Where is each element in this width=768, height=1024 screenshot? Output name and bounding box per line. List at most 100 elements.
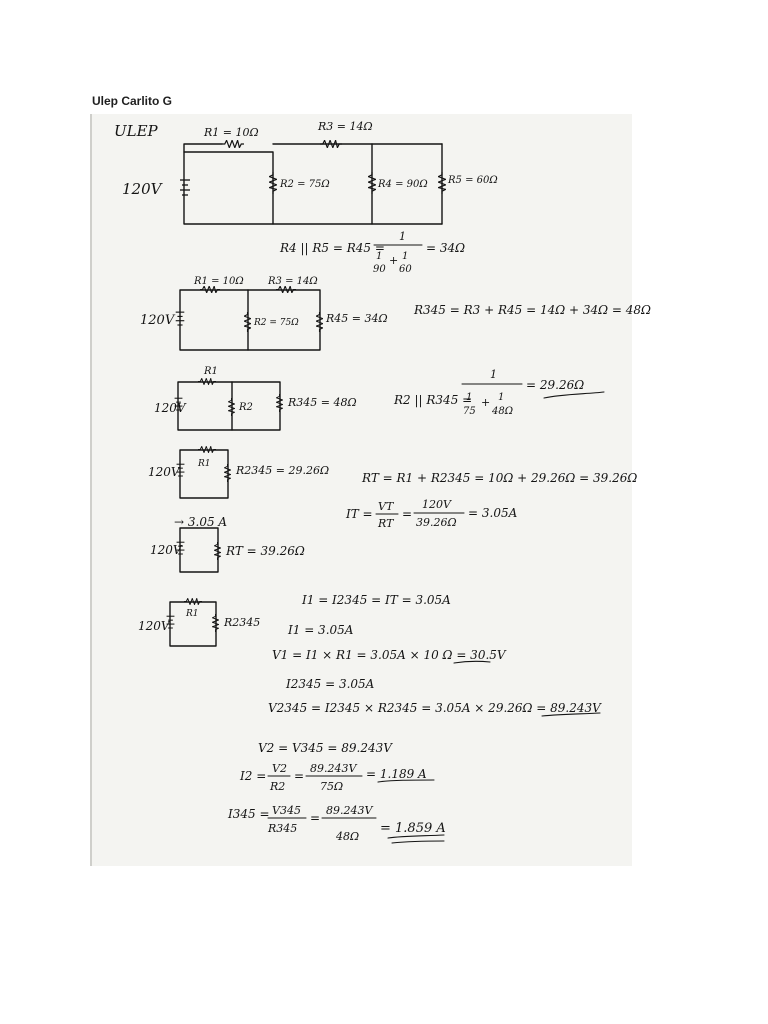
step4-it-num: VT <box>378 500 395 513</box>
step3-circuit: 120V R1 R2 R345 = 48Ω <box>154 366 357 431</box>
step1-circuit: 120V R1 = 10Ω R3 = 14Ω R2 = 75Ω R4 = 90Ω… <box>122 120 498 225</box>
step1-r4-label: R4 = 90Ω <box>377 179 428 190</box>
step2-r3-resistor-icon <box>276 286 296 293</box>
step5-circuit: → 3.05 A 120V RT = 39.26Ω <box>150 515 305 573</box>
step6-r1-resistor-icon <box>184 598 202 605</box>
step4-source-label: 120V <box>148 465 181 479</box>
step4-it-den2: 39.26Ω <box>416 516 457 529</box>
calc-i2-num2: 89.243V <box>310 762 357 775</box>
step6-source-label: 120V <box>138 619 171 633</box>
calc-i2-lhs: I2 = <box>239 769 266 783</box>
calc-line-current-equal: I1 = I2345 = IT = 3.05A <box>301 593 451 607</box>
step6-r2345-label: R2345 <box>223 616 260 629</box>
step1-r4-resistor-icon <box>368 172 376 194</box>
handwritten-worksheet-scan: ULEP 120V R1 = 10Ω R3 = 14Ω R2 = 75Ω R4 … <box>90 114 651 866</box>
calc-i345-den: R345 <box>267 822 297 835</box>
step3-eq-den-a2: 75 <box>463 406 476 417</box>
step2-r1-label: R1 = 10Ω <box>193 276 244 287</box>
step3-eq-den-a: 1 <box>466 392 472 403</box>
calc-i345-den2: 48Ω <box>335 830 359 843</box>
step6-circuit: 120V R1 R2345 <box>138 598 260 647</box>
step2-r1-resistor-icon <box>200 286 220 293</box>
step3-r345-resistor-icon <box>276 394 283 412</box>
step3-r1-resistor-icon <box>198 378 216 385</box>
svg-text:=: = <box>294 769 304 783</box>
step4-r1-resistor-icon <box>198 446 216 453</box>
step4-r1-label: R1 <box>197 459 211 469</box>
step4-it-lhs: IT = <box>345 507 373 521</box>
step2-r3-label: R3 = 14Ω <box>267 276 318 287</box>
step1-eq-result: = 34Ω <box>426 241 465 255</box>
calc-i2-num: V2 <box>272 762 287 775</box>
step6-calculations: I1 = I2345 = IT = 3.05A I1 = 3.05A V1 = … <box>227 593 602 844</box>
step3-eq-lhs: R2 || R345 = <box>393 393 472 407</box>
step1-r5-resistor-icon <box>438 172 446 194</box>
step1-battery-icon <box>179 179 191 196</box>
calc-line-v2: V2 = V345 = 89.243V <box>258 741 393 755</box>
step1-equation: R4 || R5 = R45 = 1 1 90 + 1 60 = 34Ω <box>279 230 465 275</box>
calc-line-v2345: V2345 = I2345 × R2345 = 3.05A × 29.26Ω =… <box>268 701 602 715</box>
step3-r2-label: R2 <box>238 402 253 413</box>
step1-r5-label: R5 = 60Ω <box>447 175 498 186</box>
step3-eq-result: = 29.26Ω <box>526 378 584 392</box>
calc-i2-result: = 1.189 A <box>366 767 427 781</box>
step3-equation: R2 || R345 = 1 1 75 + 1 48Ω = 29.26Ω <box>393 368 605 417</box>
svg-text:+: + <box>481 396 490 409</box>
calc-i345-num2: 89.243V <box>326 804 373 817</box>
step4-it-num2: 120V <box>422 498 452 511</box>
step2-equation: R345 = R3 + R45 = 14Ω + 34Ω = 48Ω <box>413 303 651 317</box>
step3-eq-den-b2: 48Ω <box>491 406 513 417</box>
step5-source-label: 120V <box>150 543 183 557</box>
step2-r2-label: R2 = 75Ω <box>253 318 299 328</box>
step3-eq-num: 1 <box>490 368 497 381</box>
step3-eq-den-b: 1 <box>498 392 504 403</box>
step4-circuit: 120V R1 R2345 = 29.26Ω <box>148 446 329 499</box>
calc-i2-den2: 75Ω <box>320 780 343 793</box>
worksheet-name-label: ULEP <box>114 122 159 140</box>
svg-text:=: = <box>402 507 412 521</box>
document-author-header: Ulep Carlito G <box>92 94 173 108</box>
step2-circuit: 120V R1 = 10Ω R3 = 14Ω R2 = 75Ω R45 = 34… <box>140 276 388 351</box>
step2-r45-label: R45 = 34Ω <box>325 312 388 325</box>
step4-rt-equation: RT = R1 + R2345 = 10Ω + 29.26Ω = 39.26Ω <box>361 471 637 485</box>
step4-r2345-label: R2345 = 29.26Ω <box>235 464 329 477</box>
calc-line-v1: V1 = I1 × R1 = 3.05A × 10 Ω = 30.5V <box>272 648 507 662</box>
step3-r1-label: R1 <box>203 366 218 377</box>
step3-r2-resistor-icon <box>228 398 235 416</box>
step5-rt-label: RT = 39.26Ω <box>225 544 305 558</box>
step2-source-label: 120V <box>140 313 176 328</box>
calc-i2-den: R2 <box>269 780 285 793</box>
step1-eq-num: 1 <box>399 230 406 243</box>
step6-r2345-resistor-icon <box>212 614 219 632</box>
calc-i345-num: V345 <box>272 804 301 817</box>
step4-it-result: = 3.05A <box>468 506 518 520</box>
step1-eq-den-b2: 60 <box>399 264 412 275</box>
step1-r3-resistor-icon <box>320 140 342 148</box>
step1-r2-label: R2 = 75Ω <box>279 179 330 190</box>
step5-current-label: → 3.05 A <box>174 515 227 529</box>
step1-eq-den-b: 1 <box>402 251 408 262</box>
step4-equations: RT = R1 + R2345 = 10Ω + 29.26Ω = 39.26Ω … <box>345 471 637 530</box>
step1-eq-den-a2: 90 <box>373 264 386 275</box>
step4-it-den: RT <box>377 517 395 530</box>
calc-i345-lhs: I345 = <box>227 807 270 821</box>
calc-line-i2345: I2345 = 3.05A <box>285 677 375 691</box>
step1-eq-lhs: R4 || R5 = R45 = <box>279 241 385 255</box>
step1-eq-den-a: 1 <box>376 251 382 262</box>
step3-r345-label: R345 = 48Ω <box>287 396 357 409</box>
step1-source-label: 120V <box>122 180 164 198</box>
step3-source-label: 120V <box>154 401 187 415</box>
svg-text:+: + <box>389 254 398 267</box>
svg-text:=: = <box>310 811 320 825</box>
worksheet-drawing: ULEP 120V R1 = 10Ω R3 = 14Ω R2 = 75Ω R4 … <box>114 120 651 844</box>
calc-i345-result: = 1.859 A <box>380 821 446 836</box>
step5-rt-resistor-icon <box>214 542 221 560</box>
step2-r45-resistor-icon <box>316 312 323 332</box>
step1-r1-resistor-icon <box>222 140 244 148</box>
step1-r3-label: R3 = 14Ω <box>317 120 373 133</box>
step6-r1-label: R1 <box>185 609 199 619</box>
step1-r1-label: R1 = 10Ω <box>203 126 259 139</box>
step4-r2345-resistor-icon <box>224 464 231 482</box>
step1-r2-resistor-icon <box>269 172 277 194</box>
step2-r2-resistor-icon <box>244 312 251 332</box>
